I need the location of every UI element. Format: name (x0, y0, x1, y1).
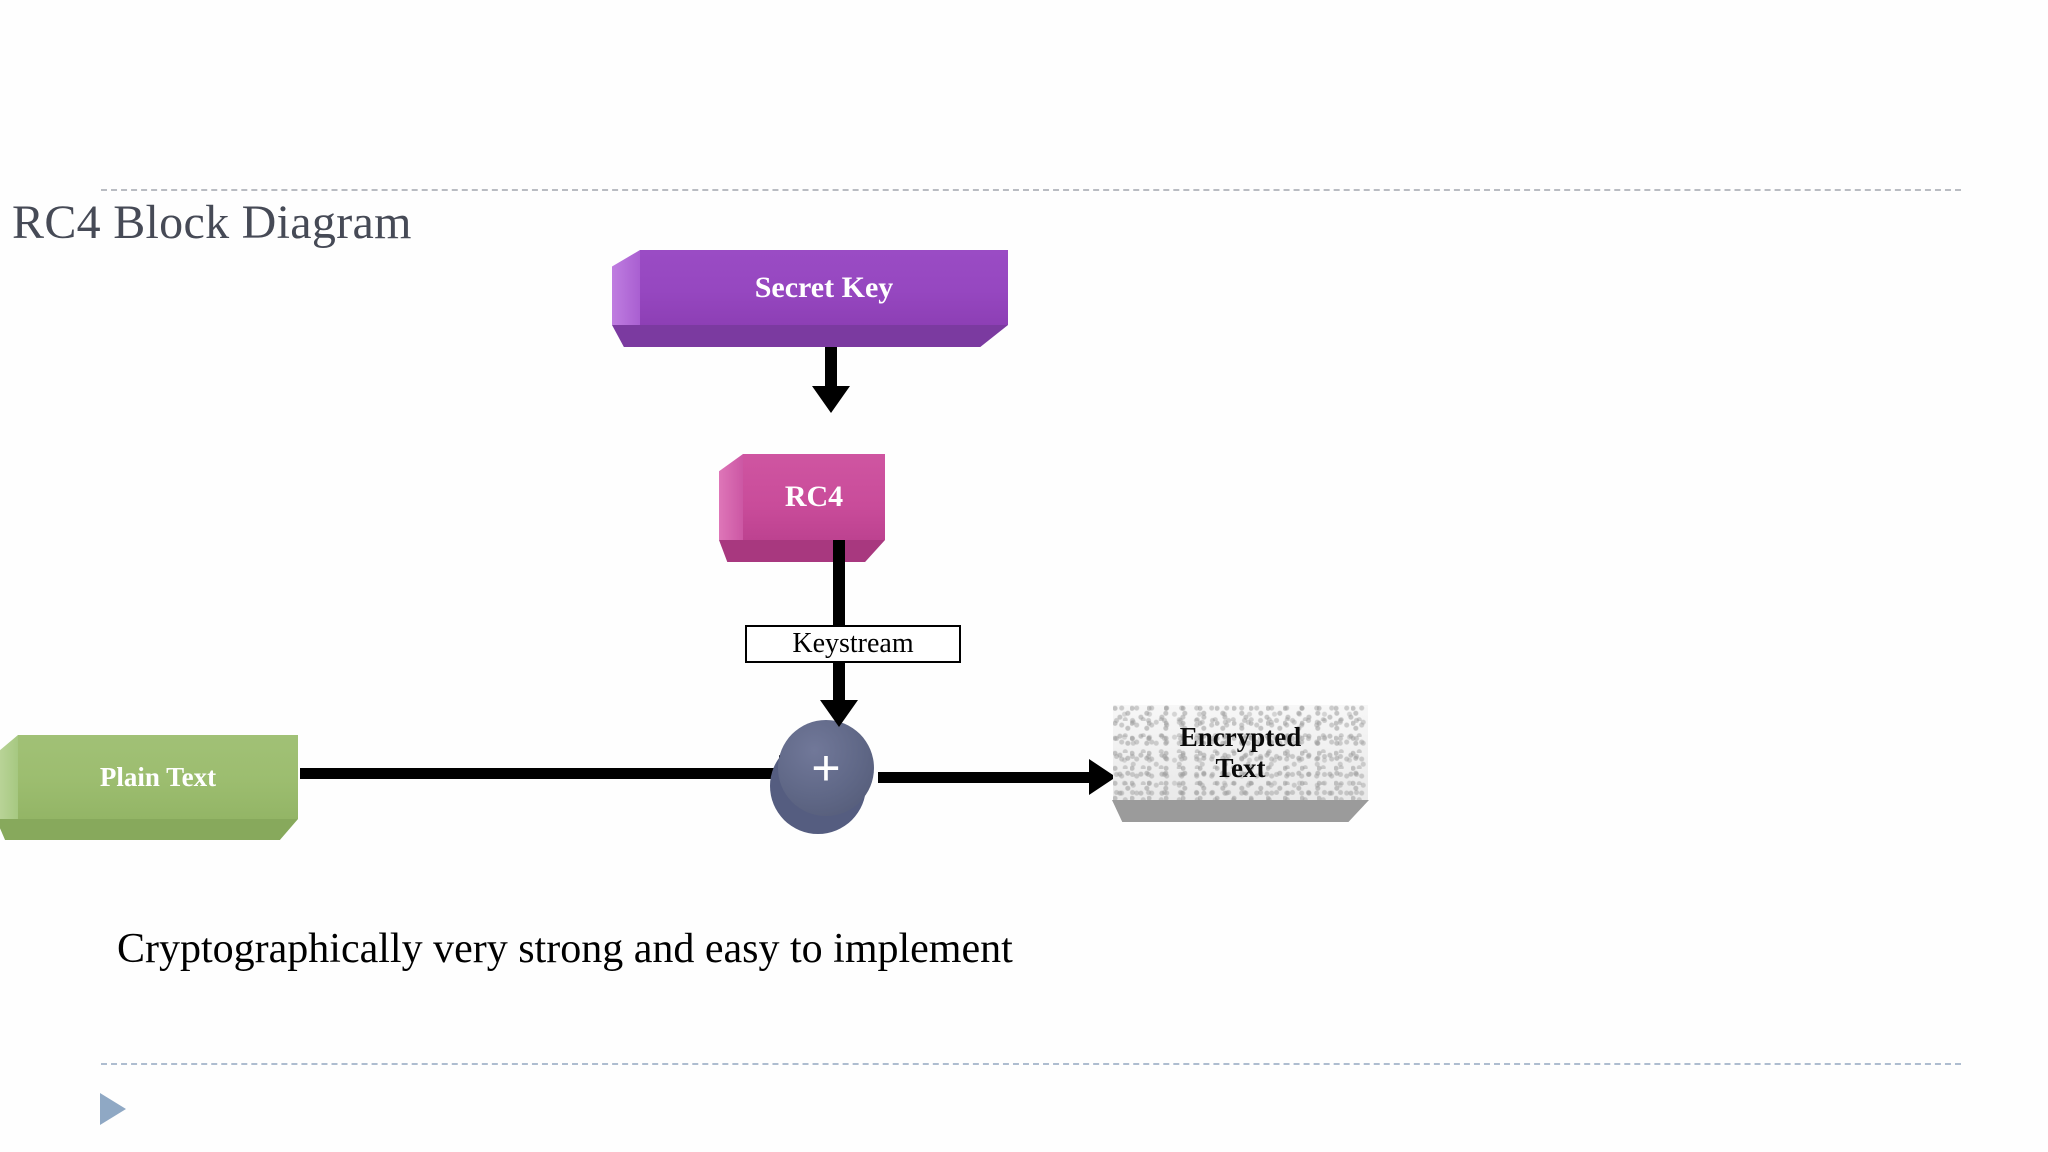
xor-node[interactable]: + (770, 720, 874, 834)
rc4-bottom-face (719, 540, 885, 562)
secret-key-block[interactable]: Secret Key (612, 250, 1008, 347)
rc4-side-face (719, 454, 743, 540)
top-divider (101, 189, 1961, 191)
arrowhead-down-icon (812, 386, 850, 413)
secret-key-side-face (612, 250, 640, 325)
play-triangle-icon[interactable] (100, 1093, 126, 1125)
slide-caption: Cryptographically very strong and easy t… (117, 926, 1013, 972)
arrow-plain-text-to-xor (300, 755, 806, 791)
encrypted-text-label: Encrypted Text (1113, 705, 1368, 800)
secret-key-label: Secret Key (640, 250, 1008, 325)
xor-node-disc (778, 720, 874, 816)
rc4-label: RC4 (743, 454, 885, 540)
arrowhead-down-icon (820, 700, 858, 727)
page-title: RC4 Block Diagram (12, 196, 412, 249)
plain-text-bottom-face (0, 819, 298, 840)
secret-key-bottom-face (612, 325, 1008, 347)
plain-text-label: Plain Text (18, 735, 298, 819)
encrypted-text-block[interactable]: Encrypted Text (1112, 705, 1369, 822)
encrypted-text-label-line2: Text (1215, 752, 1266, 783)
plain-text-block[interactable]: Plain Text (0, 735, 298, 840)
arrow-rc4-to-xor (820, 540, 858, 727)
keystream-edge-label: Keystream (745, 625, 961, 663)
plus-icon: + (811, 740, 841, 796)
plain-text-side-face (0, 735, 18, 819)
encrypted-text-label-line1: Encrypted (1179, 722, 1302, 753)
bottom-divider (101, 1063, 1961, 1065)
encrypted-text-bottom-face (1112, 800, 1369, 822)
rc4-block[interactable]: RC4 (719, 454, 885, 562)
arrow-xor-to-encrypted-text (878, 759, 1116, 795)
arrowhead-right-icon (1089, 759, 1116, 795)
